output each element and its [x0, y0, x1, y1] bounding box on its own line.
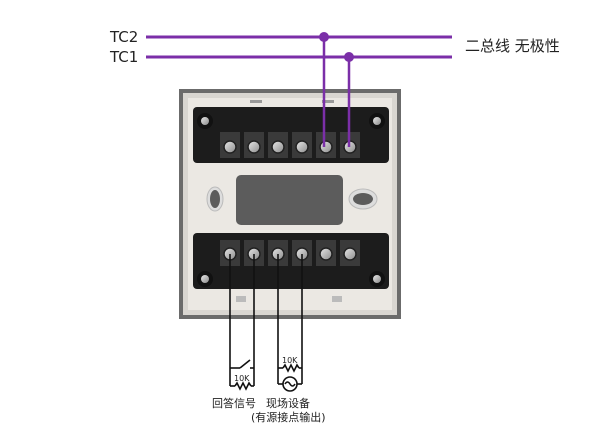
right-resistor-label: 10K — [282, 356, 298, 365]
field-device-subcaption: (有源接点输出) — [251, 411, 326, 424]
field-device-caption: 现场设备 — [266, 397, 310, 410]
bottom-circuits — [229, 254, 303, 392]
center-window — [236, 175, 343, 225]
module-body — [179, 89, 401, 319]
left-resistor-label: 10K — [234, 374, 250, 383]
bottom-terminals — [220, 240, 360, 266]
answer-signal-caption: 回答信号 — [212, 397, 256, 410]
tc2-label: TC2 — [110, 28, 139, 46]
bus-lines — [146, 32, 452, 147]
bus-description: 二总线 无极性 — [465, 37, 560, 55]
tc1-label: TC1 — [110, 48, 139, 66]
